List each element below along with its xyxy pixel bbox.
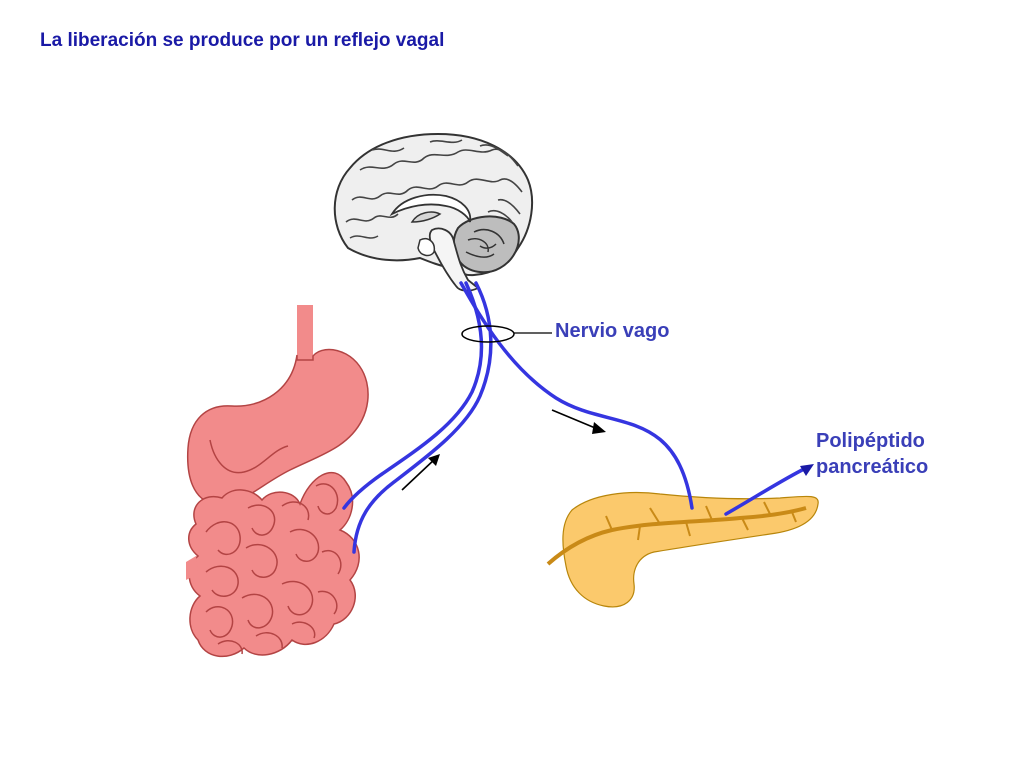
- stomach-intestine-illustration: [186, 305, 369, 658]
- efferent-direction-arrow: [551, 409, 606, 434]
- brain-illustration: [333, 132, 534, 292]
- pancreatic-polypeptide-line1: Polipéptido: [816, 430, 925, 452]
- pancreas-illustration: [546, 491, 819, 608]
- vagus-nerve-label-pointer: [461, 325, 552, 343]
- pancreatic-polypeptide-label: Polipéptido pancreático: [816, 428, 928, 480]
- vagus-nerve-fibers: [342, 281, 808, 554]
- polypeptide-arrowhead: [800, 464, 814, 476]
- page-title: La liberación se produce por un reflejo …: [40, 30, 445, 51]
- pancreatic-polypeptide-line2: pancreático: [816, 456, 929, 478]
- vagus-nerve-label: Nervio vago: [555, 320, 670, 342]
- afferent-direction-arrow: [401, 454, 440, 491]
